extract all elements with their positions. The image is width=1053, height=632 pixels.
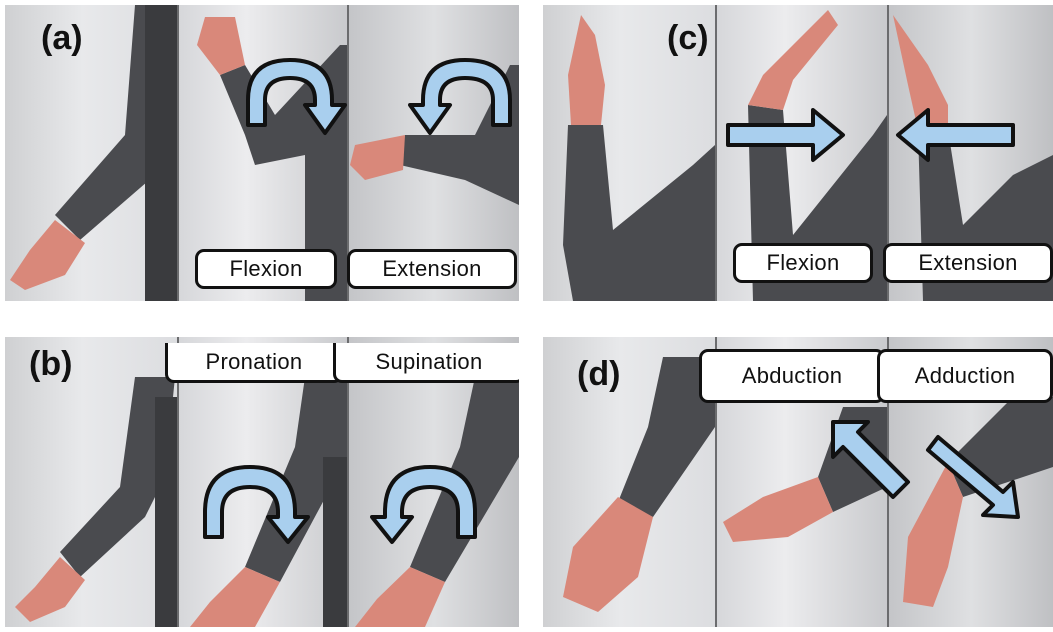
arm-sleeve <box>563 125 715 301</box>
torso <box>323 457 347 627</box>
hand <box>568 15 605 125</box>
torso <box>155 397 177 627</box>
label-adduction: Adduction <box>877 349 1053 403</box>
panel-c: (c) Flexion Extension <box>543 5 1053 301</box>
panel-a: (a) Flexion Extension <box>5 5 519 301</box>
curved-arrow-icon <box>410 60 510 133</box>
hand <box>563 497 653 612</box>
panel-d: (d) Abduction Adduction <box>543 337 1053 627</box>
label-flexion: Flexion <box>733 243 873 283</box>
panel-letter: (b) <box>29 345 72 384</box>
hand <box>748 10 838 110</box>
panel-letter: (d) <box>577 355 620 394</box>
label-supination: Supination <box>333 343 519 383</box>
label-abduction: Abduction <box>699 349 885 403</box>
label-pronation: Pronation <box>165 343 343 383</box>
panel-b: (b) Pronation Supination <box>5 337 519 627</box>
hand <box>197 17 245 75</box>
curved-arrow-icon <box>372 467 475 542</box>
torso <box>145 5 177 301</box>
panel-letter: (a) <box>41 19 83 58</box>
label-flexion: Flexion <box>195 249 337 289</box>
label-extension: Extension <box>347 249 517 289</box>
hand <box>903 462 963 607</box>
hand <box>723 477 833 542</box>
hand <box>893 15 948 130</box>
hand <box>350 135 405 180</box>
label-extension: Extension <box>883 243 1053 283</box>
panel-letter: (c) <box>667 19 709 58</box>
